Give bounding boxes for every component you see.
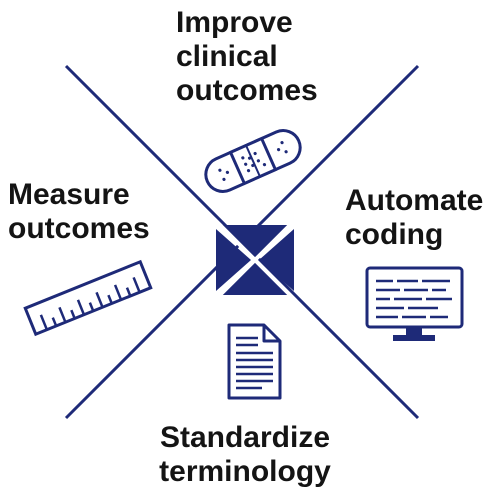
label-line: Automate	[345, 184, 484, 217]
label-line: terminology	[159, 455, 331, 488]
document-icon	[227, 323, 282, 400]
label-line: outcomes	[176, 74, 318, 107]
bandage-icon	[204, 129, 302, 193]
label-line: clinical	[176, 40, 278, 73]
ruler-icon	[23, 259, 153, 337]
label-automate-coding: Automate coding	[345, 184, 483, 252]
label-line: Standardize	[159, 421, 331, 454]
label-improve-clinical-outcomes: Improve clinical outcomes	[176, 6, 318, 108]
label-line: coding	[345, 218, 444, 251]
label-line: outcomes	[8, 212, 150, 245]
label-line: Measure	[8, 178, 130, 211]
logo-mark-icon	[212, 217, 298, 303]
label-measure-outcomes: Measure outcomes	[8, 178, 150, 246]
label-standardize-terminology: Standardize terminology	[0, 421, 490, 489]
label-line: Improve	[176, 6, 293, 39]
monitor-icon	[365, 266, 464, 341]
